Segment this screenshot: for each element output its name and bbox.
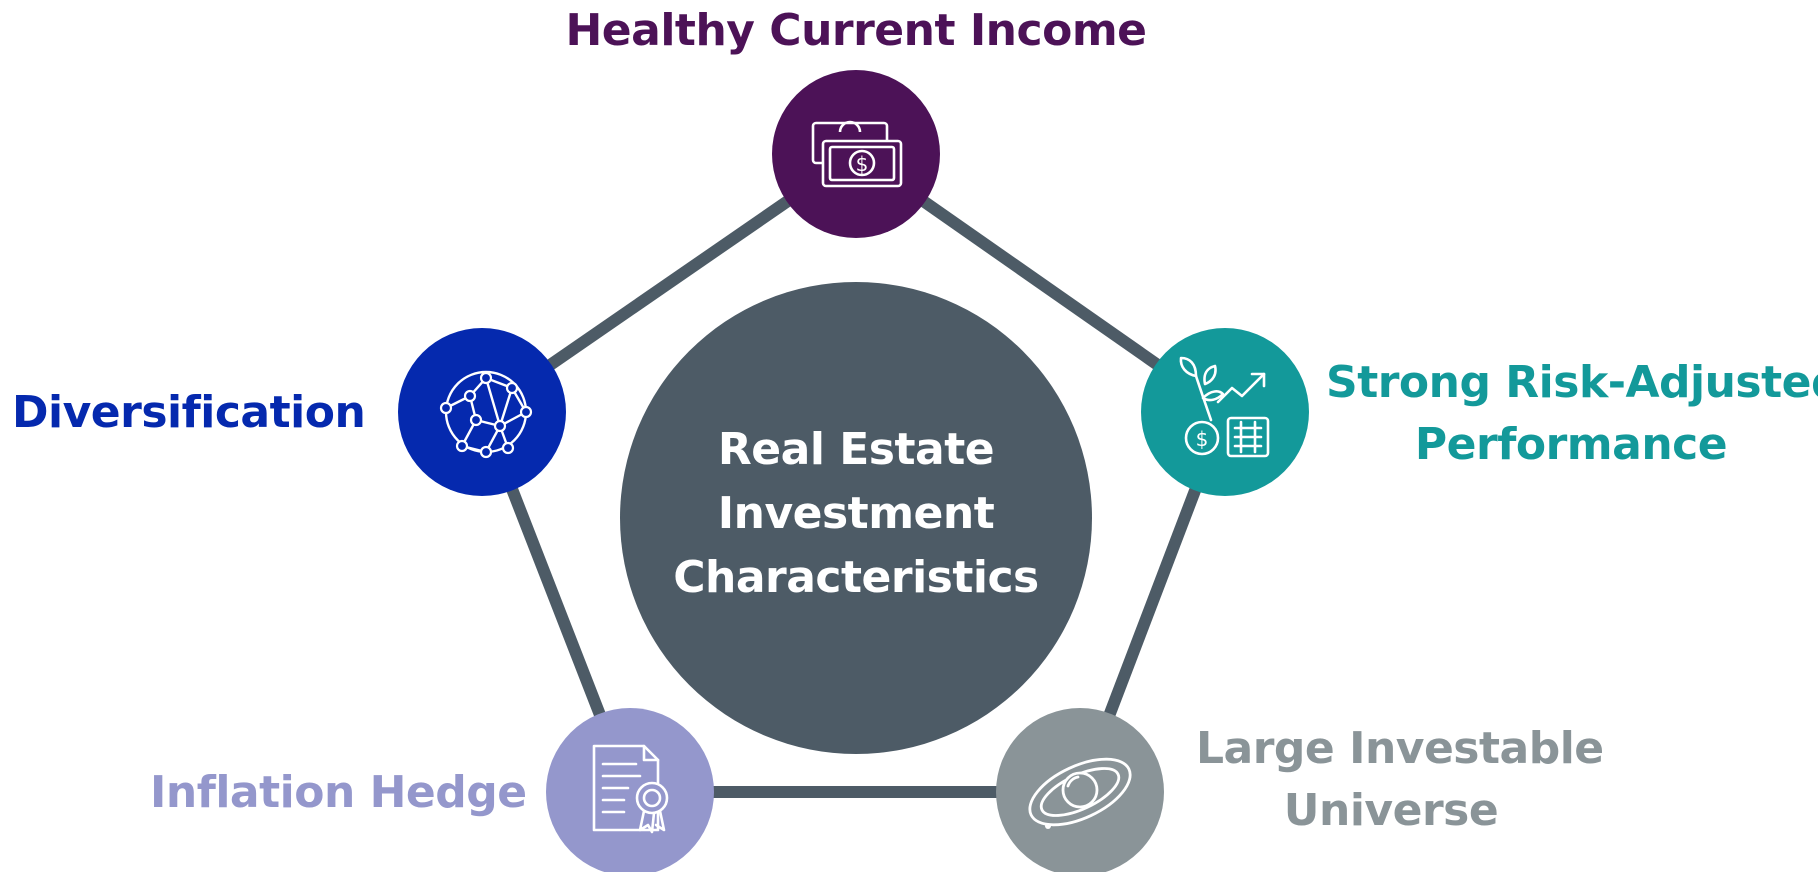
- label-line: Universe: [1283, 785, 1499, 836]
- node-healthy-current-income: $: [772, 70, 940, 238]
- node-circle: [546, 708, 714, 872]
- label-large-investable-universe: Large Investable Universe: [1196, 718, 1604, 842]
- label-strong-risk-adjusted-performance: Strong Risk-Adjusted Performance: [1326, 352, 1818, 476]
- label-line: Large Investable: [1196, 723, 1604, 774]
- center-title-line: Investment: [717, 488, 995, 539]
- planet-orbit-icon: [1028, 757, 1132, 829]
- center-title-line: Characteristics: [673, 552, 1039, 603]
- label-inflation-hedge: Inflation Hedge: [150, 767, 527, 818]
- money-bills-icon: $: [811, 120, 903, 188]
- svg-text:$: $: [1196, 427, 1209, 451]
- center-title: Real Estate Investment Characteristics: [620, 418, 1092, 610]
- node-circle: [398, 328, 566, 496]
- label-diversification: Diversification: [12, 387, 366, 438]
- label-line: Performance: [1414, 419, 1728, 470]
- node-strong-risk-adjusted-performance: $: [1141, 328, 1309, 496]
- center-circle: [620, 282, 1092, 754]
- center-title-line: Real Estate: [717, 424, 995, 475]
- label-line: Strong Risk-Adjusted: [1326, 357, 1818, 408]
- label-healthy-current-income: Healthy Current Income: [565, 5, 1147, 56]
- node-inflation-hedge: [546, 708, 714, 872]
- globe-network-icon: [439, 370, 533, 459]
- node-large-investable-universe: [996, 708, 1164, 872]
- growth-coins-icon: $: [1179, 356, 1270, 458]
- node-circle: [1141, 328, 1309, 496]
- svg-text:$: $: [856, 152, 869, 176]
- certificate-document-icon: [592, 744, 669, 834]
- node-diversification: [398, 328, 566, 496]
